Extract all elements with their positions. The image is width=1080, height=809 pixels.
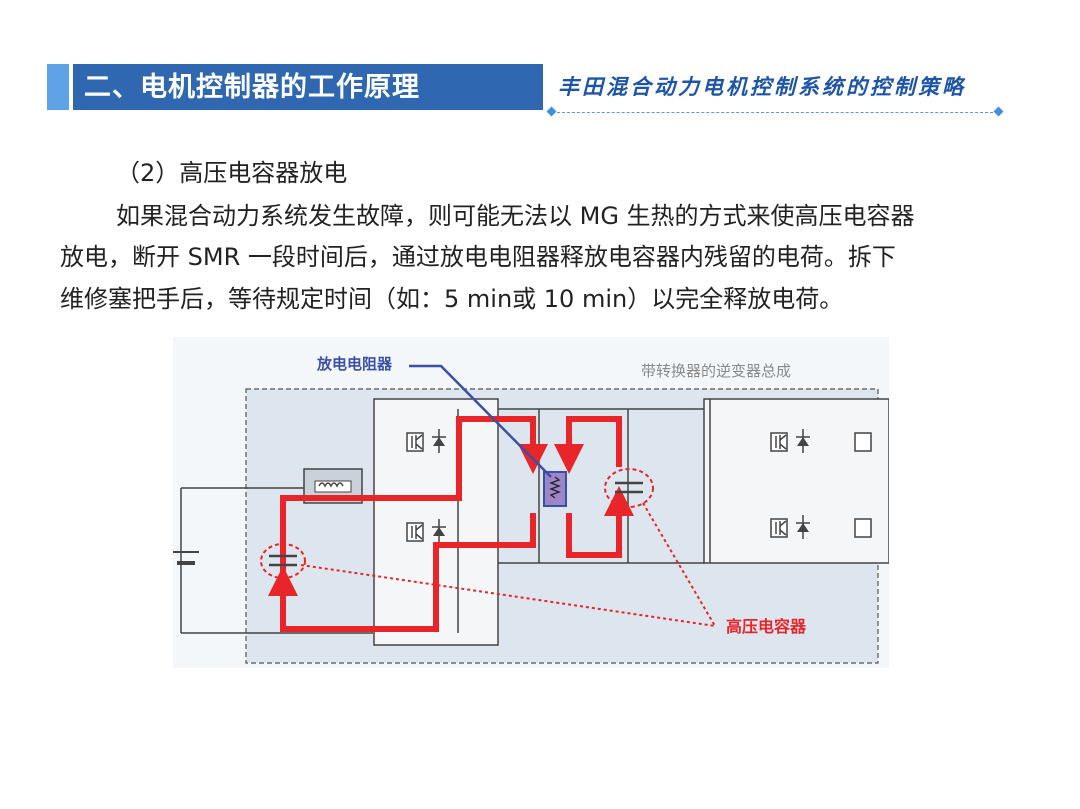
course-subtitle: 丰田混合动力电机控制系统的控制策略	[558, 74, 966, 99]
discharge-resistor-icon	[543, 471, 567, 507]
paragraph-line-3: 维修塞把手后，等待规定时间（如：5 min或 10 min）以完全释放电荷。	[60, 285, 844, 313]
discharge-path	[280, 513, 536, 632]
label-inverter-assembly: 带转换器的逆变器总成	[641, 363, 791, 380]
subsection-heading: （2）高压电容器放电	[116, 159, 348, 187]
section-title-bar	[47, 64, 543, 110]
discharge-path-arrow	[566, 486, 634, 558]
discharge-path-arrow	[280, 416, 548, 572]
inverter-module	[703, 398, 889, 564]
underline-left-diamond	[546, 106, 557, 117]
title-accent-stripe	[47, 64, 69, 110]
underline-right-diamond	[993, 106, 1004, 117]
label-discharge-resistor: 放电电阻器	[316, 355, 393, 373]
section-title: 二、电机控制器的工作原理	[84, 72, 420, 103]
discharge-path-arrow	[554, 416, 622, 474]
label-high-voltage-capacitor: 高压电容器	[726, 617, 807, 636]
subtitle-underline	[552, 112, 998, 113]
paragraph-line-1: 如果混合动力系统发生故障，则可能无法以 MG 生热的方式来使高压电容器	[116, 202, 915, 230]
capacitor-highlight-right	[604, 468, 654, 508]
title-accent-gap	[69, 64, 73, 110]
capacitor-discharge-diagram: 放电电阻器 带转换器的逆变器总成 高压电容器	[173, 337, 889, 668]
paragraph-line-2: 放电，断开 SMR 一段时间后，通过放电电阻器释放电容器内残留的电荷。拆下	[60, 243, 896, 271]
capacitor-highlight-left	[260, 543, 306, 579]
resistor-leader-line	[409, 364, 552, 478]
